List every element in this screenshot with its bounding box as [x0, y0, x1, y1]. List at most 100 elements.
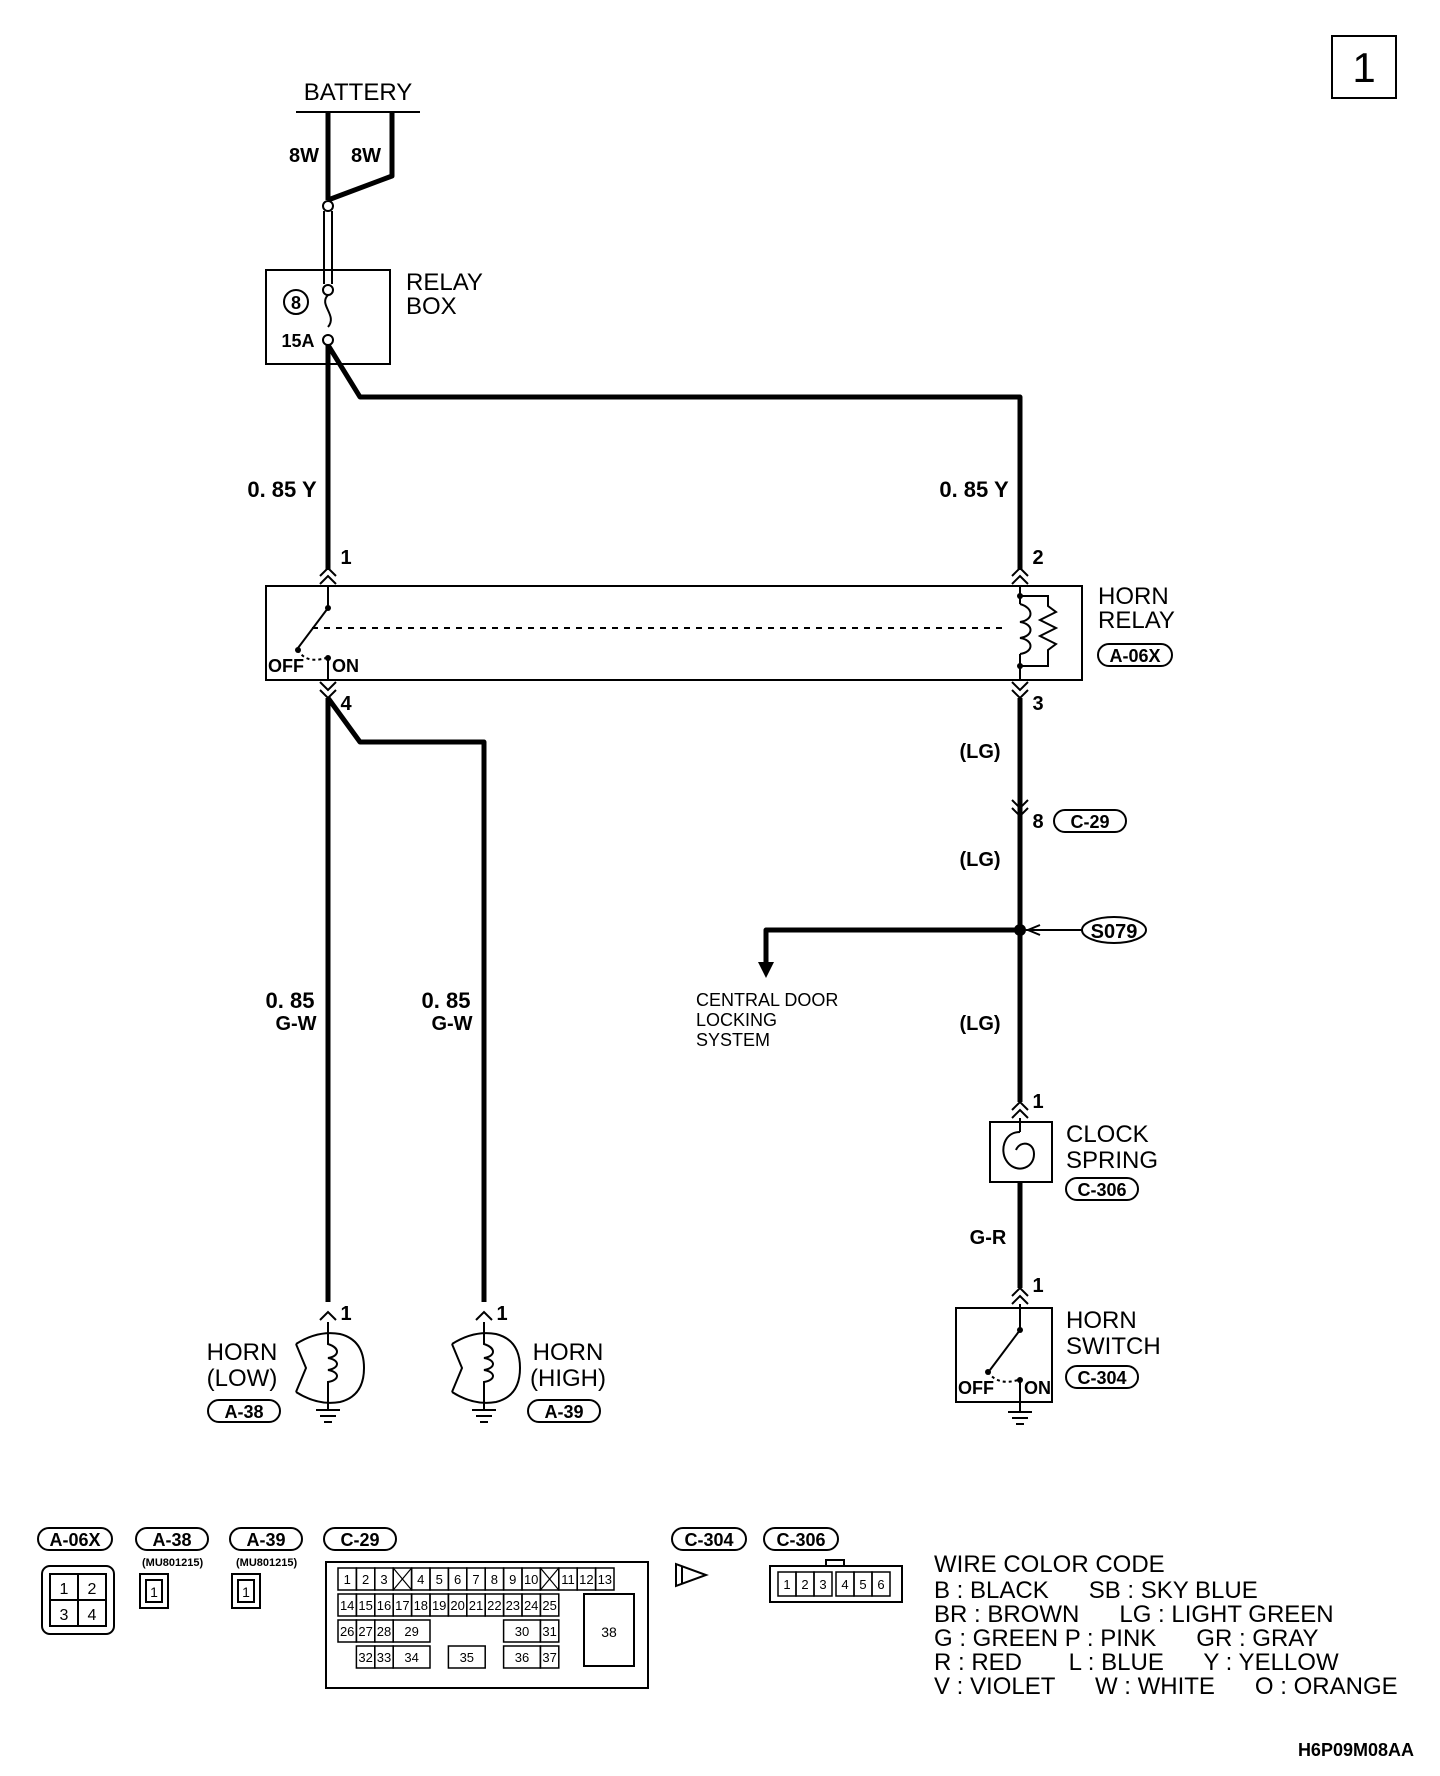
relay-pin-2-mark — [1011, 566, 1029, 585]
horn-low-mouth — [295, 1343, 308, 1393]
clock-spring-pin-mark — [1011, 1100, 1029, 1119]
connector-pin-number: 36 — [515, 1650, 529, 1665]
wire-horn-high-label-1: 0. 85 — [422, 988, 471, 1013]
horn-switch-label-1: HORN — [1066, 1307, 1137, 1334]
connector-cell — [447, 1645, 486, 1669]
connector-pin-number: 30 — [515, 1624, 529, 1639]
horn-high-pin-mark — [475, 1310, 493, 1321]
connector-pin-number: 22 — [487, 1598, 501, 1613]
relay-off-label: OFF — [268, 656, 304, 676]
connector-pin-number: 29 — [404, 1624, 418, 1639]
joint-pin: 8 — [1032, 811, 1043, 833]
cv-c304-label: C-304 — [684, 1530, 733, 1550]
wire-horn-low-label-1: 0. 85 — [266, 988, 315, 1013]
cv-a06x-pin-4: 4 — [88, 1607, 97, 1624]
wire-lg-label-1: (LG) — [959, 741, 1000, 763]
connector-pin-number: 31 — [542, 1624, 556, 1639]
page-number: 1 — [1352, 44, 1375, 91]
relay-pin-3: 3 — [1032, 693, 1043, 715]
cv-a06x-pin-2: 2 — [88, 1581, 97, 1598]
horn-switch-pin: 1 — [1032, 1275, 1043, 1297]
clock-spring-connector: C-306 — [1077, 1180, 1126, 1200]
cv-a06x-outer — [41, 1565, 115, 1635]
connector-pin-number: 19 — [432, 1598, 446, 1613]
horn-relay-label-2: RELAY — [1098, 607, 1175, 634]
relay-pin-4-mark — [319, 681, 337, 700]
connector-pin-number: 4 — [417, 1572, 424, 1587]
cv-c29-label: C-29 — [340, 1530, 379, 1550]
cv-a38-pill — [135, 1527, 209, 1551]
wire-color-code-title: WIRE COLOR CODE — [934, 1551, 1165, 1578]
horn-relay-box — [265, 585, 1083, 681]
connector-pin-number: 5 — [859, 1577, 866, 1592]
connector-pin-number: 6 — [877, 1577, 884, 1592]
connector-pin-number: 17 — [395, 1598, 409, 1613]
connector-pin-number: 26 — [340, 1624, 354, 1639]
central-door-label-2: LOCKING — [696, 1010, 777, 1030]
horn-switch-label-2: SWITCH — [1066, 1333, 1161, 1360]
battery-wire-right-line — [327, 112, 395, 203]
fuse-terminal-bottom — [322, 334, 334, 346]
horn-switch-box — [955, 1307, 1053, 1403]
horn-low-coil — [327, 1322, 338, 1410]
horn-high-pin: 1 — [496, 1303, 507, 1325]
horn-high-label-2: (HIGH) — [530, 1365, 606, 1392]
cv-a39-pill — [229, 1527, 303, 1551]
wire-color-code-line-1: B : BLACK SB : SKY BLUE — [934, 1577, 1258, 1604]
fuse-number: 8 — [291, 293, 301, 313]
cv-a06x-pin-1: 1 — [60, 1581, 69, 1598]
relay-box-label-2: BOX — [406, 293, 457, 320]
connector-pin-number: 1 — [344, 1572, 351, 1587]
relay-pin-4: 4 — [340, 693, 352, 715]
connector-pin-number: 23 — [506, 1598, 520, 1613]
connector-cell — [539, 1619, 560, 1643]
horn-switch-on: ON — [1024, 1378, 1051, 1398]
horn-low-connector: A-38 — [224, 1402, 263, 1422]
connector-pin-number: 27 — [358, 1624, 372, 1639]
connector-pin-number: 16 — [377, 1598, 391, 1613]
connector-pin-number: 9 — [509, 1572, 516, 1587]
relay-pin-1: 1 — [340, 547, 351, 569]
connector-pin-number: 32 — [358, 1650, 372, 1665]
connector-pin-number: 33 — [377, 1650, 391, 1665]
wire-central-door — [763, 927, 1020, 966]
connector-cell — [871, 1571, 891, 1597]
connector-pin-number: 3 — [819, 1577, 826, 1592]
horn-relay-connector-pill — [1097, 643, 1173, 667]
central-door-arrow — [758, 962, 774, 978]
clock-spring-symbol — [1002, 1131, 1036, 1170]
cv-c306-pill — [763, 1527, 839, 1551]
relay-box-label-1: RELAY — [406, 269, 483, 296]
splice-id: S079 — [1091, 921, 1138, 943]
relay-contact-travel — [297, 649, 327, 661]
battery-wire-right: 8W — [351, 145, 381, 167]
connector-pin-number: 1 — [783, 1577, 790, 1592]
connector-cell — [392, 1619, 431, 1643]
cv-a38-pin: 1 — [150, 1584, 158, 1600]
cv-c29-pin-38-cell — [583, 1593, 635, 1667]
horn-high-coil — [483, 1322, 494, 1410]
cv-a06x-pin-3: 3 — [60, 1607, 69, 1624]
connector-pin-number: 37 — [542, 1650, 556, 1665]
relay-coil — [1019, 603, 1032, 655]
cv-a39-body — [231, 1573, 261, 1609]
wire-gr-label: G-R — [970, 1227, 1007, 1249]
central-door-label-1: CENTRAL DOOR — [696, 990, 838, 1010]
fuse-rating: 15A — [281, 331, 314, 351]
joint-connector: C-29 — [1070, 812, 1109, 832]
connector-pin-number: 3 — [380, 1572, 387, 1587]
battery-terminal — [322, 200, 334, 212]
cv-c304-terminal — [675, 1562, 709, 1588]
connector-cell — [392, 1645, 431, 1669]
clock-spring-label-2: SPRING — [1066, 1147, 1158, 1174]
connector-pin-number: 12 — [579, 1572, 593, 1587]
cv-c29-pin-38: 38 — [601, 1624, 617, 1640]
horn-high-connector-pill — [527, 1399, 601, 1423]
connector-pin-number: 13 — [598, 1572, 612, 1587]
wire-color-code-line-3: G : GREEN P : PINK GR : GRAY — [934, 1625, 1319, 1652]
wire-right-y-label: 0. 85 Y — [939, 477, 1009, 502]
relay-on-label: ON — [332, 656, 359, 676]
connector-cell — [539, 1645, 560, 1669]
cv-a39-cavity — [237, 1579, 255, 1603]
